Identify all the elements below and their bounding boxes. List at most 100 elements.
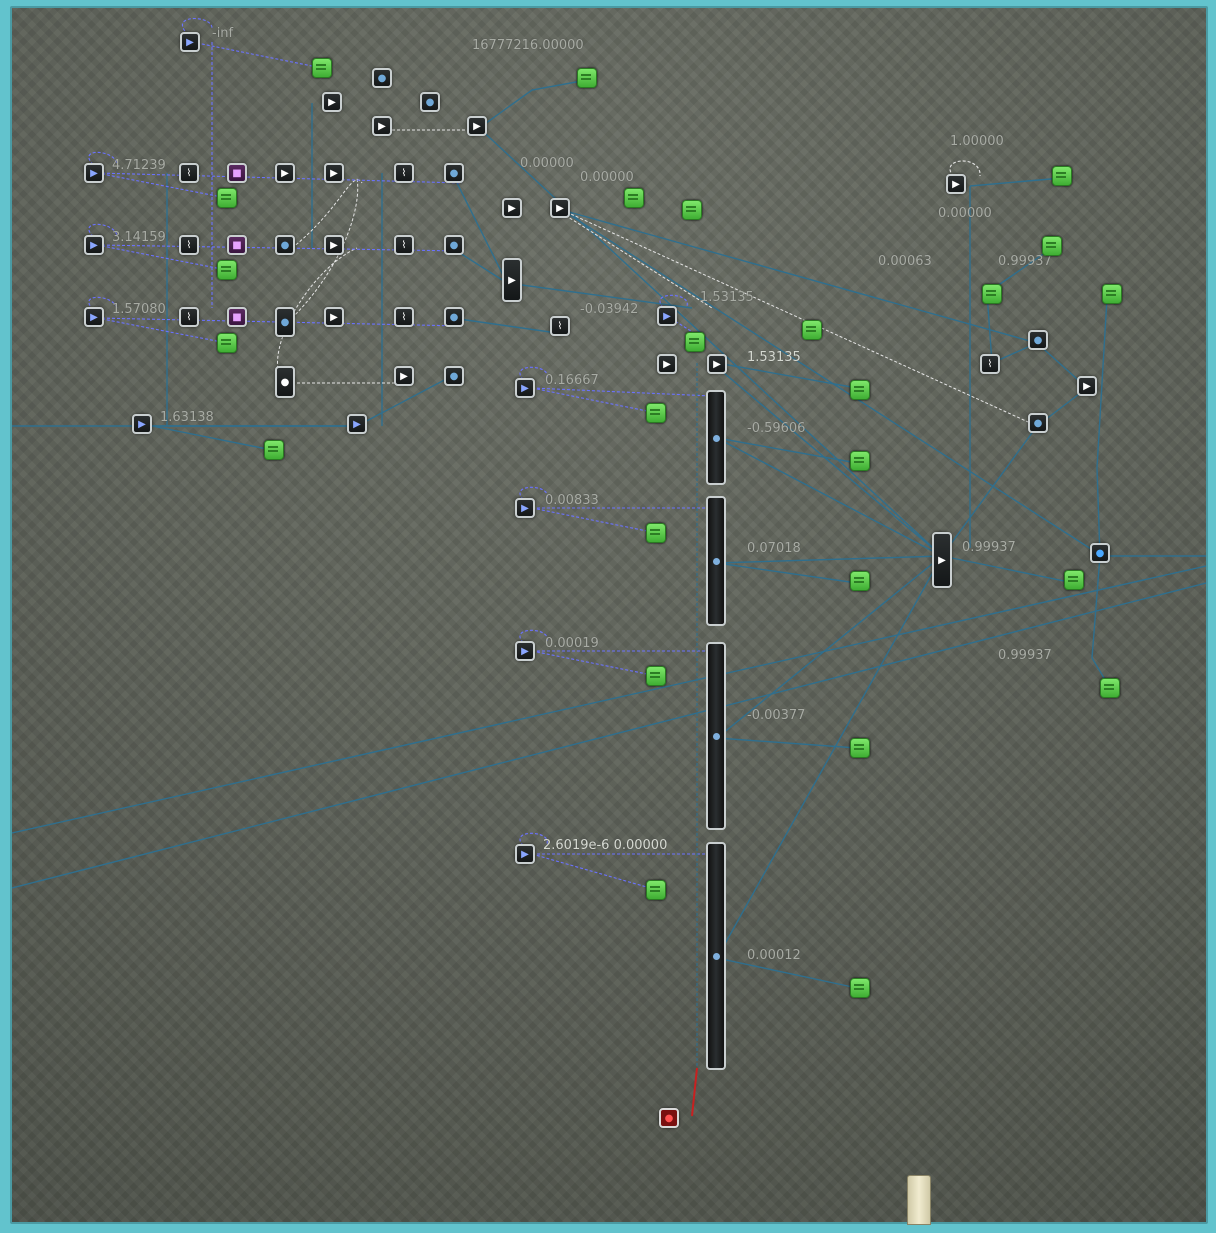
wire: [151, 425, 273, 451]
circle-node[interactable]: ●: [275, 235, 295, 255]
value-label: 2.6019e-6 0.00000: [543, 838, 668, 853]
output-port-icon[interactable]: [646, 666, 666, 686]
output-port-icon[interactable]: [217, 333, 237, 353]
circle-node[interactable]: ●: [1028, 330, 1048, 350]
wire: [519, 832, 548, 850]
circle-node[interactable]: ●: [444, 235, 464, 255]
split-node[interactable]: ⌇: [394, 163, 414, 183]
play-node[interactable]: ▶: [932, 532, 952, 588]
circle-node[interactable]: ●: [444, 163, 464, 183]
output-port-icon[interactable]: [646, 403, 666, 423]
node-graph-canvas[interactable]: -inf 16777216.00000 0.00000 0.00000 4.71…: [10, 6, 1208, 1224]
circle-node[interactable]: ●: [275, 366, 295, 398]
output-port-icon[interactable]: [646, 880, 666, 900]
wire: [88, 151, 118, 169]
play-node[interactable]: ▶: [84, 163, 104, 183]
drag-handle[interactable]: [907, 1175, 931, 1225]
wire: [519, 366, 548, 384]
wire: [531, 507, 658, 534]
circle-node[interactable]: ●: [1028, 413, 1048, 433]
play-node[interactable]: ▶: [84, 307, 104, 327]
value-slider[interactable]: [706, 842, 726, 1070]
value-slider[interactable]: [706, 642, 726, 830]
output-port-icon[interactable]: [646, 523, 666, 543]
play-node[interactable]: ▶: [324, 163, 344, 183]
split-node[interactable]: ⌇: [179, 163, 199, 183]
output-port-icon[interactable]: [264, 440, 284, 460]
split-node[interactable]: ⌇: [550, 316, 570, 336]
circle-node[interactable]: ●: [275, 307, 295, 337]
play-node[interactable]: ▶: [324, 307, 344, 327]
output-port-icon[interactable]: [577, 68, 597, 88]
play-node[interactable]: ▶: [502, 258, 522, 302]
split-node[interactable]: ⌇: [179, 235, 199, 255]
split-node[interactable]: ⌇: [394, 235, 414, 255]
play-node[interactable]: ▶: [324, 235, 344, 255]
play-node[interactable]: ▶: [394, 366, 414, 386]
output-port-icon[interactable]: [982, 284, 1002, 304]
wire: [12, 582, 1206, 889]
output-port-icon[interactable]: [850, 571, 870, 591]
multiply-node[interactable]: ■: [227, 235, 247, 255]
play-node[interactable]: ▶: [84, 235, 104, 255]
output-port-icon[interactable]: [850, 451, 870, 471]
output-port-icon[interactable]: [1042, 236, 1062, 256]
play-node[interactable]: ▶: [180, 32, 200, 52]
circle-node[interactable]: ●: [444, 307, 464, 327]
play-node[interactable]: ▶: [550, 198, 570, 218]
split-node[interactable]: ⌇: [394, 307, 414, 327]
output-port-icon[interactable]: [850, 380, 870, 400]
output-port-icon[interactable]: [217, 188, 237, 208]
play-node[interactable]: ▶: [657, 354, 677, 374]
wire: [476, 125, 943, 557]
play-node[interactable]: ▶: [515, 641, 535, 661]
output-port-icon[interactable]: [850, 738, 870, 758]
output-port-icon[interactable]: [1102, 284, 1122, 304]
output-port-icon[interactable]: [217, 260, 237, 280]
wire: [716, 562, 858, 584]
output-port-icon[interactable]: [850, 978, 870, 998]
wire: [716, 555, 943, 564]
record-node[interactable]: ●: [659, 1108, 679, 1128]
multiply-node[interactable]: ■: [227, 163, 247, 183]
output-port-icon[interactable]: [312, 58, 332, 78]
play-node[interactable]: ▶: [707, 354, 727, 374]
circle-node[interactable]: ●: [372, 68, 392, 88]
multiply-node[interactable]: ■: [227, 307, 247, 327]
output-port-icon[interactable]: [1052, 166, 1072, 186]
value-label: 0.00019: [545, 636, 599, 651]
output-port-icon[interactable]: [685, 332, 705, 352]
output-node[interactable]: ●: [1090, 543, 1110, 563]
circle-node[interactable]: ●: [444, 366, 464, 386]
play-node[interactable]: ▶: [502, 198, 522, 218]
wire: [96, 244, 228, 271]
play-node[interactable]: ▶: [515, 378, 535, 398]
play-node[interactable]: ▶: [946, 174, 966, 194]
play-node[interactable]: ▶: [467, 116, 487, 136]
value-label: 0.00000: [520, 156, 574, 171]
value-label: -0.00377: [747, 708, 806, 723]
value-label: 0.99937: [998, 254, 1052, 269]
output-port-icon[interactable]: [1100, 678, 1120, 698]
output-port-icon[interactable]: [682, 200, 702, 220]
value-slider[interactable]: [706, 496, 726, 626]
play-node[interactable]: ▶: [322, 92, 342, 112]
circle-node[interactable]: ●: [420, 92, 440, 112]
play-node[interactable]: ▶: [657, 306, 677, 326]
output-port-icon[interactable]: [624, 188, 644, 208]
play-node[interactable]: ▶: [515, 498, 535, 518]
value-label: -inf: [212, 26, 234, 41]
play-node[interactable]: ▶: [1077, 376, 1097, 396]
output-port-icon[interactable]: [802, 320, 822, 340]
play-node[interactable]: ▶: [132, 414, 152, 434]
play-node[interactable]: ▶: [372, 116, 392, 136]
wire-layer: [12, 17, 1206, 1117]
output-port-icon[interactable]: [1064, 570, 1084, 590]
value-label: 16777216.00000: [472, 38, 584, 53]
split-node[interactable]: ⌇: [980, 354, 1000, 374]
split-node[interactable]: ⌇: [179, 307, 199, 327]
play-node[interactable]: ▶: [347, 414, 367, 434]
play-node[interactable]: ▶: [275, 163, 295, 183]
play-node[interactable]: ▶: [515, 844, 535, 864]
value-slider[interactable]: [706, 390, 726, 485]
